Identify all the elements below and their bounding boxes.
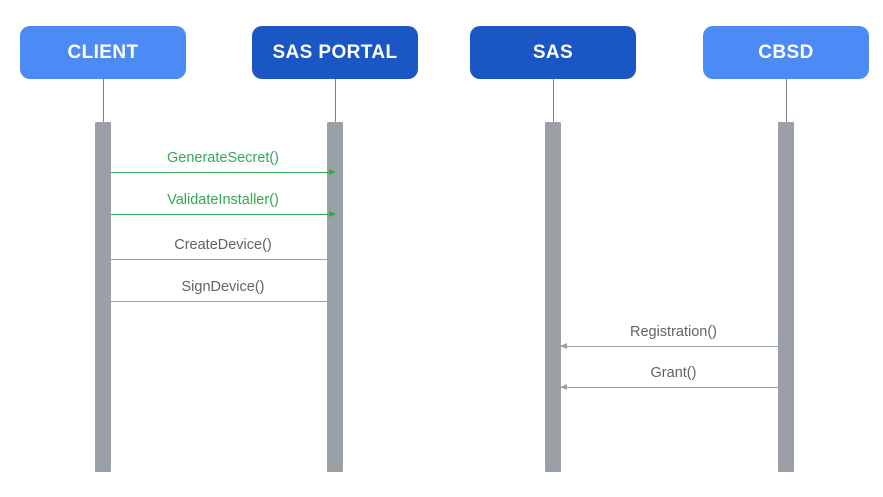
arrowhead-right-icon xyxy=(329,210,336,217)
message-line-create-device xyxy=(111,255,336,262)
arrowhead-right-icon xyxy=(329,297,336,304)
message-label-sign-device: SignDevice() xyxy=(181,279,265,295)
lifeline-cbsd xyxy=(786,79,787,122)
participant-client[interactable]: CLIENT xyxy=(20,26,186,79)
arrowhead-left-icon xyxy=(560,383,567,390)
activation-bar-sas xyxy=(545,122,561,472)
arrowhead-right-icon xyxy=(329,168,336,175)
message-line-sign-device xyxy=(111,297,336,304)
participant-client-label: CLIENT xyxy=(67,41,139,63)
message-label-generate-secret: GenerateSecret() xyxy=(166,150,280,166)
participant-sas-label: SAS xyxy=(532,41,574,63)
arrowhead-right-icon xyxy=(329,255,336,262)
lifeline-client xyxy=(103,79,104,122)
participant-sas-portal[interactable]: SAS PORTAL xyxy=(252,26,418,79)
lifeline-sas xyxy=(553,79,554,122)
activation-bar-sas-portal xyxy=(327,122,343,472)
message-line-validate-installer xyxy=(111,210,336,217)
lifeline-sas-portal xyxy=(335,79,336,122)
message-line-generate-secret xyxy=(111,168,336,175)
message-label-create-device: CreateDevice() xyxy=(174,237,272,253)
arrowhead-left-icon xyxy=(560,342,567,349)
participant-sas[interactable]: SAS xyxy=(470,26,636,79)
participant-sas-portal-label: SAS PORTAL xyxy=(272,41,398,63)
participant-cbsd-label: CBSD xyxy=(758,41,814,63)
activation-bar-client xyxy=(95,122,111,472)
message-line-grant xyxy=(560,383,786,390)
participant-cbsd[interactable]: CBSD xyxy=(703,26,869,79)
message-label-registration: Registration() xyxy=(629,324,718,340)
message-line-registration xyxy=(560,342,786,349)
message-label-validate-installer: ValidateInstaller() xyxy=(167,192,279,208)
activation-bar-cbsd xyxy=(778,122,794,472)
message-label-grant: Grant() xyxy=(650,365,697,381)
